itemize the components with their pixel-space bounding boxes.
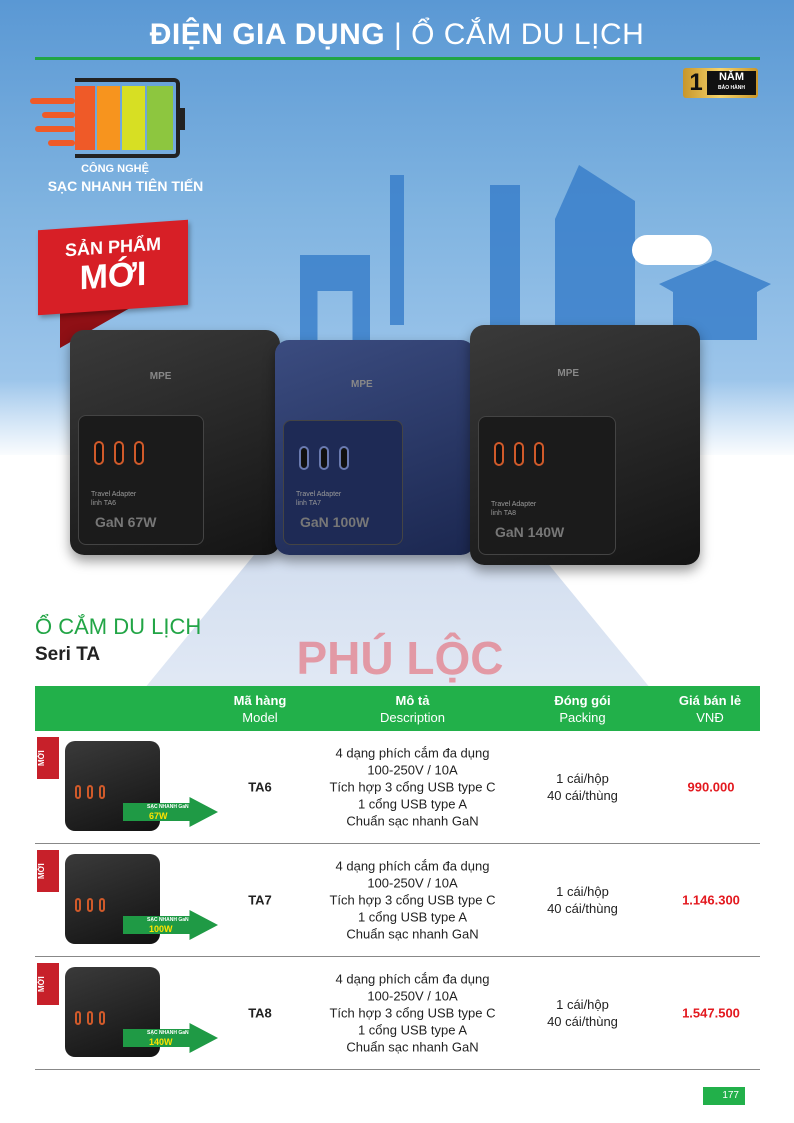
description-line: 1 cổng USB type A — [357, 796, 468, 812]
description-line: Chuẩn sạc nhanh GaN — [346, 813, 479, 829]
page-title: ĐIỆN GIA DỤNG | Ổ CẮM DU LỊCH — [0, 18, 794, 52]
arrow-text: SẠC NHANH GaN — [147, 1030, 189, 1036]
warranty-badge: 1 NĂM BẢO HÀNH — [683, 68, 758, 98]
new-ribbon: MỚI — [37, 850, 59, 892]
model-code: TA8 — [248, 1005, 272, 1021]
description-line: 100-250V / 10A — [367, 875, 458, 891]
price: 1.547.500 — [682, 1005, 740, 1021]
wattage: 67W — [149, 811, 168, 821]
section-subtitle: Seri TA — [35, 644, 101, 665]
warranty-label: BẢO HÀNH — [718, 85, 745, 91]
section-title: Ổ CẮM DU LỊCH — [35, 614, 202, 639]
product-model-label: Travel Adapter linh TA8 — [491, 501, 537, 517]
description-line: 4 dạng phích cắm đa dụng — [335, 971, 490, 987]
hero-product-ta8: MPE Travel Adapter linh TA8 GaN 140W — [470, 325, 700, 565]
packing: 1 cái/hộp 40 cái/thùng — [525, 883, 640, 917]
new-ribbon: MỚI — [37, 963, 59, 1005]
wattage: 140W — [149, 1037, 173, 1047]
warranty-unit: NĂM — [718, 71, 745, 83]
description-line: Tích hợp 3 cổng USB type C — [329, 892, 496, 908]
product-gan-label: GaN 140W — [495, 524, 565, 540]
new-product-banner: SẢN PHẨM MỚI — [38, 219, 188, 316]
arrow-text: SẠC NHANH GaN — [147, 917, 189, 923]
hero-product-ta6: MPE Travel Adapter linh TA6 GaN 67W — [70, 330, 280, 555]
description-line: Tích hợp 3 cổng USB type C — [329, 1005, 496, 1021]
product-brand: MPE — [557, 368, 580, 380]
page-number: 177 — [703, 1087, 745, 1105]
product-gan-label: GaN 100W — [300, 514, 370, 530]
description-line: Chuẩn sạc nhanh GaN — [346, 926, 479, 942]
packing-line: 1 cái/hộp — [556, 884, 609, 899]
tower-silhouette — [490, 185, 520, 335]
title-separator: | — [393, 18, 403, 51]
description-line: 4 dạng phích cắm đa dụng — [335, 858, 490, 874]
wattage: 100W — [149, 924, 173, 934]
product-brand: MPE — [149, 370, 172, 382]
description-line: Chuẩn sạc nhanh GaN — [346, 1039, 479, 1055]
price: 990.000 — [687, 779, 735, 795]
skyscraper-silhouette — [555, 165, 635, 345]
warranty-label-box: NĂM BẢO HÀNH — [707, 71, 756, 95]
title-category: ĐIỆN GIA DỤNG — [149, 18, 386, 51]
description-line: 100-250V / 10A — [367, 762, 458, 778]
price: 1.146.300 — [682, 892, 740, 908]
arrow-text: SẠC NHANH GaN — [147, 804, 189, 810]
product-gan-label: GaN 67W — [95, 514, 157, 530]
product-brand: MPE — [351, 378, 373, 390]
warranty-years: 1 — [689, 69, 703, 96]
new-ribbon: MỚI — [37, 737, 59, 779]
model-code: TA7 — [248, 892, 272, 908]
tech-label-line2: SẠC NHANH TIÊN TIẾN — [47, 178, 204, 194]
model-code: TA6 — [248, 779, 272, 795]
packing-line: 1 cái/hộp — [556, 771, 609, 786]
description-line: 100-250V / 10A — [367, 988, 458, 1004]
packing-line: 40 cái/thùng — [547, 788, 618, 803]
description-line: Tích hợp 3 cổng USB type C — [329, 779, 496, 795]
tech-label-line1: CÔNG NGHỆ — [81, 163, 149, 175]
watermark: PHÚ LỘC — [296, 632, 504, 684]
arch-silhouette — [300, 255, 370, 345]
packing: 1 cái/hộp 40 cái/thùng — [525, 770, 640, 804]
packing-line: 40 cái/thùng — [547, 1014, 618, 1029]
statue-of-liberty-silhouette — [390, 175, 404, 325]
product-model-label: Travel Adapter linh TA6 — [91, 491, 137, 507]
hero-product-ta7: MPE Travel Adapter linh TA7 GaN 100W — [275, 340, 475, 555]
description-line: 1 cổng USB type A — [357, 1022, 468, 1038]
description-line: 1 cổng USB type A — [357, 909, 468, 925]
title-underline — [35, 57, 760, 60]
packing: 1 cái/hộp 40 cái/thùng — [525, 996, 640, 1030]
cloud — [632, 235, 712, 265]
product-model-label: Travel Adapter linh TA7 — [296, 491, 342, 507]
packing-line: 40 cái/thùng — [547, 901, 618, 916]
description-line: 4 dạng phích cắm đa dụng — [335, 745, 490, 761]
title-subcategory: Ổ CẮM DU LỊCH — [411, 18, 645, 51]
packing-line: 1 cái/hộp — [556, 997, 609, 1012]
